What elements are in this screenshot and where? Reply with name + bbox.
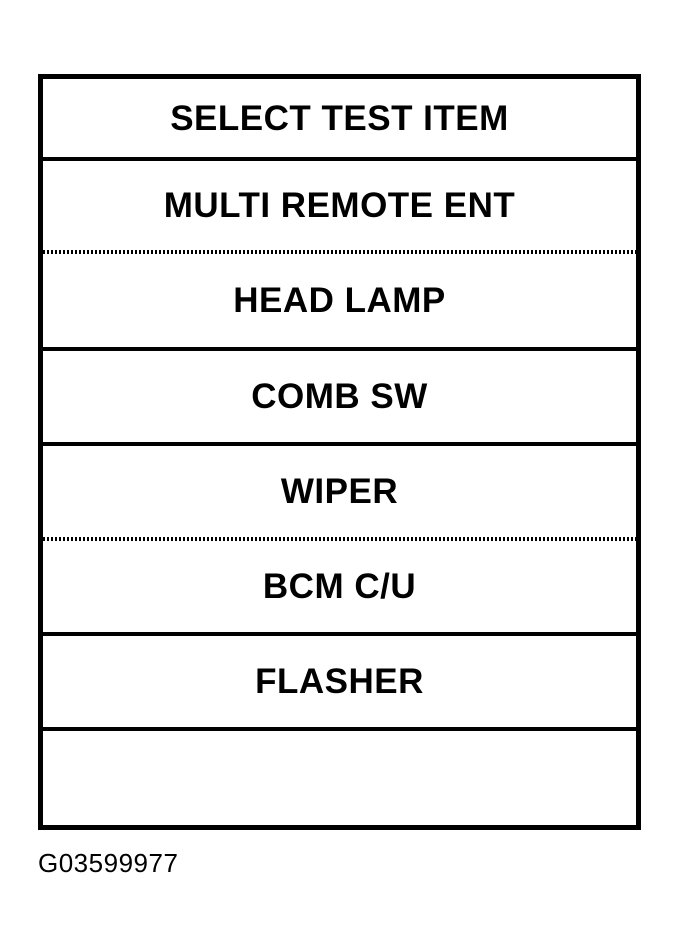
menu-title: SELECT TEST ITEM: [170, 98, 509, 138]
divider-solid: [43, 157, 636, 161]
divider-solid: [43, 442, 636, 446]
divider-solid: [43, 632, 636, 636]
divider-solid: [43, 727, 636, 731]
divider-dotted: [43, 250, 636, 254]
menu-item-bcm-cu[interactable]: BCM C/U: [262, 567, 417, 606]
menu-item-head-lamp[interactable]: HEAD LAMP: [233, 281, 446, 320]
figure-id-label: G03599977: [38, 848, 179, 878]
divider-dotted: [43, 537, 636, 541]
menu-empty-row: [43, 731, 636, 825]
menu-item-multi-remote-ent[interactable]: MULTI REMOTE ENT: [163, 186, 516, 225]
test-item-menu: SELECT TEST ITEM MULTI REMOTE ENT HEAD L…: [38, 74, 641, 830]
menu-item-flasher[interactable]: FLASHER: [255, 662, 424, 701]
menu-item-comb-sw[interactable]: COMB SW: [251, 377, 428, 416]
divider-solid: [43, 347, 636, 351]
menu-item-wiper[interactable]: WIPER: [280, 472, 399, 511]
